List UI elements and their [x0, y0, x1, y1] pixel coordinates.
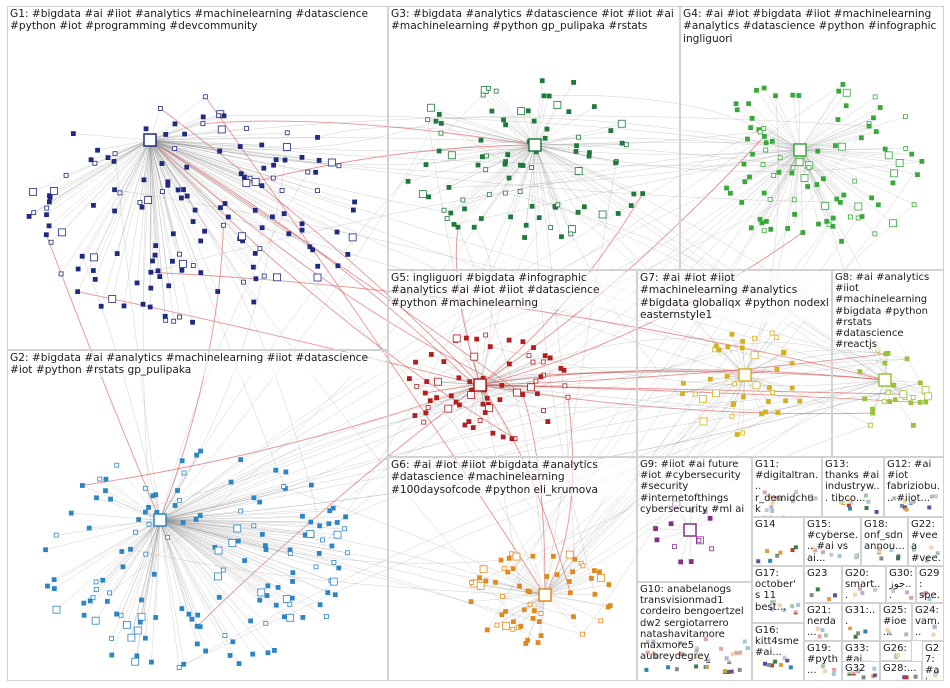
cluster-label: G28:...	[883, 663, 919, 674]
cluster-label: G14	[755, 519, 801, 530]
cluster-g17: G17: october's 11 best...	[752, 566, 804, 623]
cluster-g1: G1: #bigdata #ai #iiot #analytics #machi…	[7, 6, 388, 350]
cluster-label: G18: onf_sdn annou...	[864, 519, 905, 553]
cluster-g3: G3: #bigdata #analytics #datascience #io…	[388, 6, 680, 270]
cluster-label: G11: #digitaltran... r_demidchuk #bigdat…	[755, 459, 819, 517]
cluster-g19: G19: #pyth...	[804, 641, 842, 681]
cluster-g21: G21: nerda...	[804, 603, 842, 641]
cluster-label: G6: #ai #iot #iiot #bigdata #analytics #…	[391, 459, 634, 496]
cluster-g12: G12: #ai #iot fabriziobu... #iiot...	[884, 457, 944, 517]
cluster-label: G21: nerda...	[807, 605, 839, 639]
cluster-g7: G7: #ai #iot #iiot #machinelearning #ana…	[637, 270, 832, 457]
cluster-g20: G20: smart...	[842, 566, 886, 603]
cluster-label: G3: #bigdata #analytics #datascience #io…	[391, 8, 677, 33]
cluster-g14: G14	[752, 517, 804, 566]
cluster-label: G7: #ai #iot #iiot #machinelearning #ana…	[640, 272, 829, 322]
cluster-g29: G29: spe...	[916, 566, 944, 603]
cluster-g10: G10: anabelanogs transvisionmad1 cordeir…	[637, 582, 752, 681]
cluster-g32: G32	[842, 661, 880, 681]
cluster-g11: G11: #digitaltran... r_demidchuk #bigdat…	[752, 457, 822, 517]
cluster-label: G9: #iiot #ai future #iot #cybersecurity…	[640, 459, 749, 515]
cluster-label: G19: #pyth...	[807, 643, 839, 677]
cluster-label: G5: ingliguori #bigdata #infographic #an…	[391, 272, 634, 309]
cluster-g25: G25: #ioe...	[880, 603, 912, 641]
cluster-g2: G2: #bigdata #ai #analytics #machinelear…	[7, 350, 388, 681]
cluster-label: G17: october's 11 best...	[755, 568, 801, 613]
cluster-label: G29: spe...	[919, 568, 941, 603]
cluster-g9: G9: #iiot #ai future #iot #cybersecurity…	[637, 457, 752, 582]
cluster-g6: G6: #ai #iot #iiot #bigdata #analytics #…	[388, 457, 637, 681]
cluster-g27: G27: #ai...	[922, 641, 944, 681]
cluster-label: G4: #ai #iot #bigdata #iiot #machinelear…	[683, 8, 941, 45]
cluster-label: G31:...	[845, 605, 877, 627]
cluster-label: G12: #ai #iot fabriziobu... #iiot...	[887, 459, 941, 504]
cluster-g4: G4: #ai #iot #bigdata #iiot #machinelear…	[680, 6, 944, 270]
cluster-g26: G26:...	[880, 641, 912, 661]
cluster-g15: G15: #cyberse... #ai vs ai...	[804, 517, 861, 566]
cluster-g5: G5: ingliguori #bigdata #infographic #an…	[388, 270, 637, 457]
cluster-label: G10: anabelanogs transvisionmad1 cordeir…	[640, 584, 749, 662]
cluster-label: G2: #bigdata #ai #analytics #machinelear…	[10, 352, 385, 377]
cluster-g8: G8: #ai #analytics #iiot #machinelearnin…	[832, 270, 944, 457]
cluster-label: G16: kitt4sme #ai...	[755, 625, 801, 659]
cluster-g28: G28:...	[880, 661, 922, 681]
cluster-g31: G31:...	[842, 603, 880, 641]
cluster-g22: G22: #veea #vee...	[908, 517, 944, 566]
cluster-g24: G24: vam...	[912, 603, 944, 641]
cluster-g13: G13: thanks #ai industryw... tibco...	[822, 457, 884, 517]
cluster-label: G22: #veea #vee...	[911, 519, 941, 566]
cluster-g30: G30: ‎جوز...	[886, 566, 916, 603]
cluster-g23: G23	[804, 566, 842, 603]
cluster-label: G24: vam...	[915, 605, 941, 639]
cluster-label: G20: smart...	[845, 568, 883, 602]
cluster-label: G8: #ai #analytics #iiot #machinelearnin…	[835, 272, 941, 350]
cluster-label: G26:...	[883, 643, 909, 661]
cluster-label: G23	[807, 568, 839, 579]
cluster-label: G27: #ai...	[925, 643, 941, 681]
cluster-label: G13: thanks #ai industryw... tibco...	[825, 459, 881, 504]
cluster-g16: G16: kitt4sme #ai...	[752, 623, 804, 681]
cluster-label: G25: #ioe...	[883, 605, 909, 639]
cluster-label: G15: #cyberse... #ai vs ai...	[807, 519, 858, 564]
cluster-label: G32	[845, 663, 877, 674]
cluster-g18: G18: onf_sdn annou...	[861, 517, 908, 566]
cluster-label: G1: #bigdata #ai #iiot #analytics #machi…	[10, 8, 385, 33]
cluster-label: G30: ‎جوز...	[889, 568, 913, 602]
